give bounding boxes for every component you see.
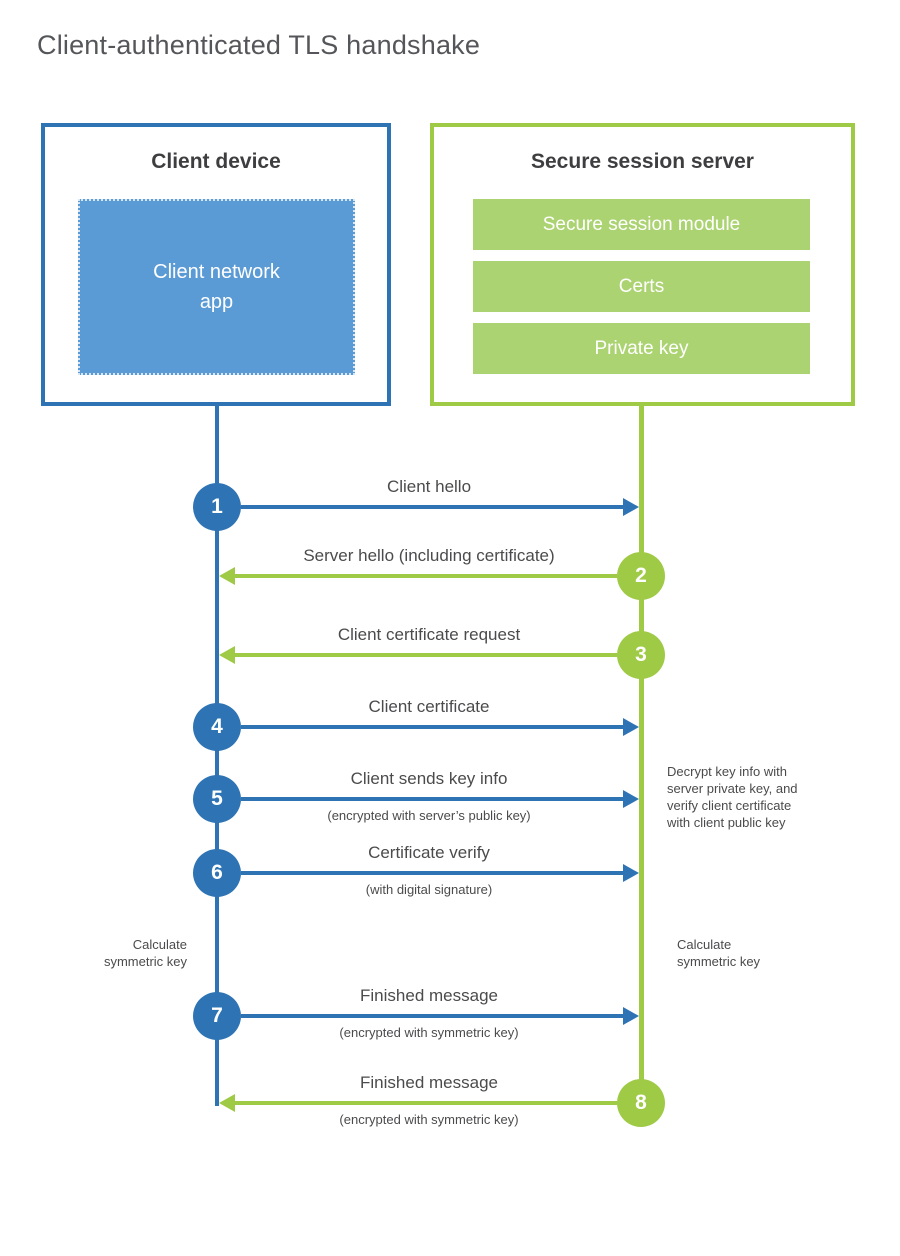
- arrow-left-icon: [219, 646, 235, 664]
- server-module-private-key: Private key: [473, 323, 810, 374]
- note-line: symmetric key: [677, 954, 761, 969]
- arrow-right-icon: [623, 790, 639, 808]
- arrow-right-icon: [623, 864, 639, 882]
- arrow-left-icon: [219, 1094, 235, 1112]
- arrow-right-icon: [623, 498, 639, 516]
- note-line: symmetric key: [103, 954, 187, 969]
- server-lifeline: [639, 406, 644, 1103]
- note-line: Decrypt key info with: [667, 764, 787, 779]
- client-calculate-key-note: Calculate symmetric key: [27, 936, 187, 970]
- note-line: Calculate: [132, 937, 187, 952]
- step-badge-2: 2: [617, 552, 665, 600]
- message-sublabel: (encrypted with symmetric key): [339, 1025, 519, 1040]
- client-lifeline: [215, 406, 219, 1106]
- step-badge-5: 5: [193, 775, 241, 823]
- server-calculate-key-note: Calculate symmetric key: [677, 936, 837, 970]
- server-decrypt-note: Decrypt key info with server private key…: [667, 763, 832, 831]
- message-label: Client certificate: [368, 697, 490, 716]
- client-app-label-line1: Client network: [153, 261, 280, 283]
- arrow-right-icon: [623, 1007, 639, 1025]
- note-line: with client public key: [667, 815, 786, 830]
- arrow-right-icon: [623, 718, 639, 736]
- arrow-line: [241, 1014, 625, 1018]
- client-device-title: Client device: [151, 150, 281, 173]
- step-badge-7: 7: [193, 992, 241, 1040]
- arrow-left-icon: [219, 567, 235, 585]
- message-label: Finished message: [360, 1073, 498, 1092]
- note-line: Calculate: [677, 937, 732, 952]
- step-badge-3: 3: [617, 631, 665, 679]
- arrow-line: [241, 871, 625, 875]
- message-label: Finished message: [360, 986, 498, 1005]
- arrow-line: [241, 505, 625, 509]
- message-label: Certificate verify: [368, 843, 490, 862]
- step-badge-8: 8: [617, 1079, 665, 1127]
- step-badge-1: 1: [193, 483, 241, 531]
- client-app-label-line2: app: [199, 291, 234, 313]
- message-label: Server hello (including certificate): [303, 546, 555, 565]
- message-label: Client certificate request: [337, 625, 521, 644]
- step-badge-6: 6: [193, 849, 241, 897]
- arrow-line: [241, 797, 625, 801]
- secure-session-server-title: Secure session server: [531, 150, 754, 173]
- client-network-app-box: Client network app: [78, 199, 355, 375]
- note-line: server private key, and: [667, 781, 798, 796]
- server-module-secure-session: Secure session module: [473, 199, 810, 250]
- message-sublabel: (with digital signature): [365, 882, 493, 897]
- server-module-certs: Certs: [473, 261, 810, 312]
- step-badge-4: 4: [193, 703, 241, 751]
- message-sublabel: (encrypted with symmetric key): [339, 1112, 519, 1127]
- message-label: Client hello: [386, 477, 472, 496]
- arrow-line: [235, 574, 617, 578]
- page-title: Client-authenticated TLS handshake: [37, 30, 481, 60]
- message-label: Client sends key info: [350, 769, 508, 788]
- arrow-line: [235, 1101, 617, 1105]
- arrow-line: [241, 725, 625, 729]
- note-line: verify client certificate: [667, 798, 792, 813]
- message-sublabel: (encrypted with server’s public key): [327, 808, 531, 823]
- arrow-line: [235, 653, 617, 657]
